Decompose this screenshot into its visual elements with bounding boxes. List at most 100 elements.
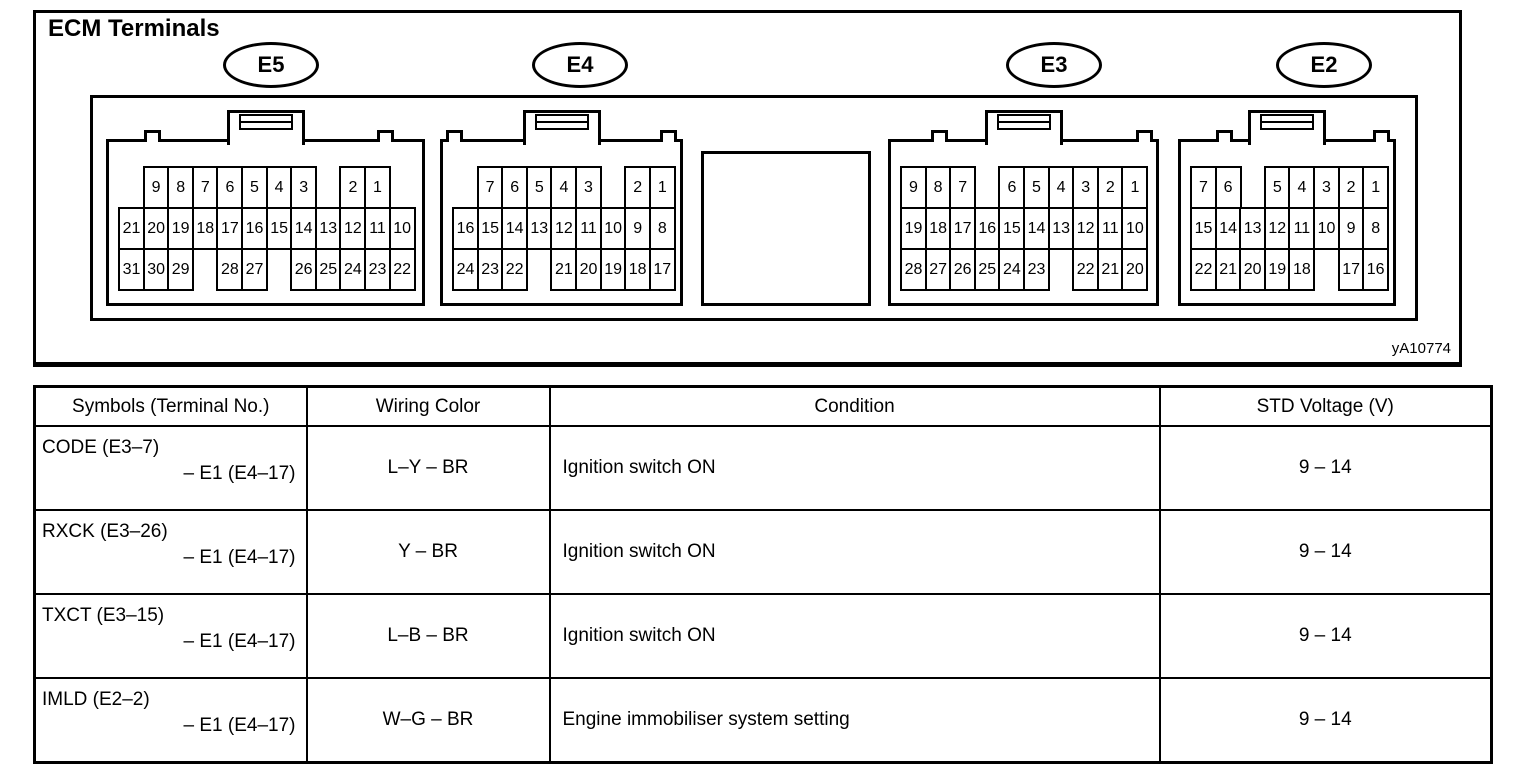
pin-e2-21: 21 (1214, 248, 1242, 291)
connector-label-e5: E5 (223, 42, 319, 88)
pin-e4-15: 15 (476, 207, 504, 250)
column-header: STD Voltage (V) (1158, 385, 1493, 427)
pin-e5-5: 5 (241, 166, 268, 209)
wiring-color-cell: L–Y – BR (305, 425, 551, 511)
pin-e5-16: 16 (241, 207, 268, 250)
pin-e4-21: 21 (550, 248, 578, 291)
pin-e3-17: 17 (949, 207, 977, 250)
pin-e5-31: 31 (118, 248, 145, 291)
connector-tab (226, 110, 305, 145)
pin-e4-7: 7 (476, 166, 504, 209)
pin-e4-22: 22 (501, 248, 529, 291)
pin-e5-10: 10 (388, 207, 416, 250)
pin-e4-16: 16 (452, 207, 479, 250)
pin-e5-19: 19 (167, 207, 195, 250)
pin-e4-12: 12 (550, 207, 578, 250)
pin-e2-5: 5 (1263, 166, 1291, 209)
connector-tab (1248, 110, 1326, 145)
pin-e4-5: 5 (525, 166, 553, 209)
symbol-terminal: CODE (E3–7) (42, 437, 160, 458)
connector-bump (1216, 130, 1233, 142)
std-voltage-cell: 9 – 14 (1158, 677, 1493, 764)
pin-e3-25: 25 (973, 248, 1001, 291)
symbol-reference: – E1 (E4–17) (183, 715, 296, 736)
pin-e2-10: 10 (1313, 207, 1340, 250)
pin-e2-2: 2 (1337, 166, 1365, 209)
pin-e5-18: 18 (191, 207, 219, 250)
pin-e2-17: 17 (1337, 248, 1365, 291)
pin-e2-22: 22 (1190, 248, 1217, 291)
connector-latch (238, 114, 293, 130)
figure-code: yA10774 (1391, 340, 1451, 357)
symbol-cell: CODE (E3–7) – E1 (E4–17) (33, 425, 308, 511)
pin-e2-12: 12 (1263, 207, 1291, 250)
connector-label-e3: E3 (1006, 42, 1102, 88)
pin-e2-4: 4 (1288, 166, 1316, 209)
connector-bump (1373, 130, 1390, 142)
pin-e3-2: 2 (1096, 166, 1124, 209)
pin-e3-14: 14 (1023, 207, 1050, 250)
symbol-cell: RXCK (E3–26)– E1 (E4–17) (33, 509, 308, 595)
pin-e3-10: 10 (1121, 207, 1149, 250)
pin-e2-1: 1 (1362, 166, 1390, 209)
pin-e4-24: 24 (452, 248, 479, 291)
pin-e5-14: 14 (290, 207, 318, 250)
std-voltage-cell: 9 – 14 (1158, 509, 1493, 595)
pin-e5-6: 6 (216, 166, 244, 209)
connector-label-e2: E2 (1276, 42, 1372, 88)
pin-e2-18: 18 (1288, 248, 1316, 291)
pin-e2-11: 11 (1288, 207, 1316, 250)
pin-e2-20: 20 (1239, 248, 1267, 291)
pin-e2-19: 19 (1263, 248, 1291, 291)
symbol-terminal: TXCT (E3–15) (42, 605, 165, 626)
pin-e2-7: 7 (1190, 166, 1217, 209)
std-voltage-cell: 9 – 14 (1158, 425, 1493, 511)
pin-e5-17: 17 (216, 207, 244, 250)
pin-e3-18: 18 (924, 207, 952, 250)
condition-cell: Ignition switch ON (548, 593, 1161, 679)
symbol-reference: – E1 (E4–17) (183, 463, 296, 484)
pin-e3-5: 5 (1023, 166, 1050, 209)
connector-latch (534, 114, 589, 130)
pin-e2-8: 8 (1362, 207, 1390, 250)
pin-e5-9: 9 (142, 166, 170, 209)
connector-bump (377, 130, 394, 142)
pin-e4-18: 18 (624, 248, 652, 291)
pin-e4-17: 17 (648, 248, 676, 291)
pin-e2-16: 16 (1362, 248, 1390, 291)
pin-e3-28: 28 (900, 248, 927, 291)
connector-bump (144, 130, 161, 142)
pin-e5-12: 12 (339, 207, 367, 250)
connector-bump (660, 130, 677, 142)
pin-e5-25: 25 (314, 248, 342, 291)
pin-e5-4: 4 (265, 166, 293, 209)
pin-e2-13: 13 (1239, 207, 1267, 250)
connector-label-e4: E4 (532, 42, 628, 88)
pin-e4-6: 6 (501, 166, 529, 209)
pin-e3-1: 1 (1121, 166, 1149, 209)
pin-e5-27: 27 (241, 248, 268, 291)
pin-e2-3: 3 (1313, 166, 1340, 209)
connector-bump (931, 130, 948, 142)
column-header: Wiring Color (305, 385, 551, 427)
pin-e4-11: 11 (575, 207, 602, 250)
pin-e3-3: 3 (1072, 166, 1100, 209)
symbol-cell: TXCT (E3–15)– E1 (E4–17) (33, 593, 308, 679)
pin-e3-8: 8 (924, 166, 952, 209)
pin-e2-9: 9 (1337, 207, 1365, 250)
connector-latch (996, 114, 1051, 130)
pin-e2-15: 15 (1190, 207, 1217, 250)
pin-e4-20: 20 (575, 248, 602, 291)
symbol-terminal: IMLD (E2–2) (42, 689, 150, 710)
pin-e3-26: 26 (949, 248, 977, 291)
pin-e3-24: 24 (998, 248, 1026, 291)
wiring-color-cell: L–B – BR (305, 593, 551, 679)
